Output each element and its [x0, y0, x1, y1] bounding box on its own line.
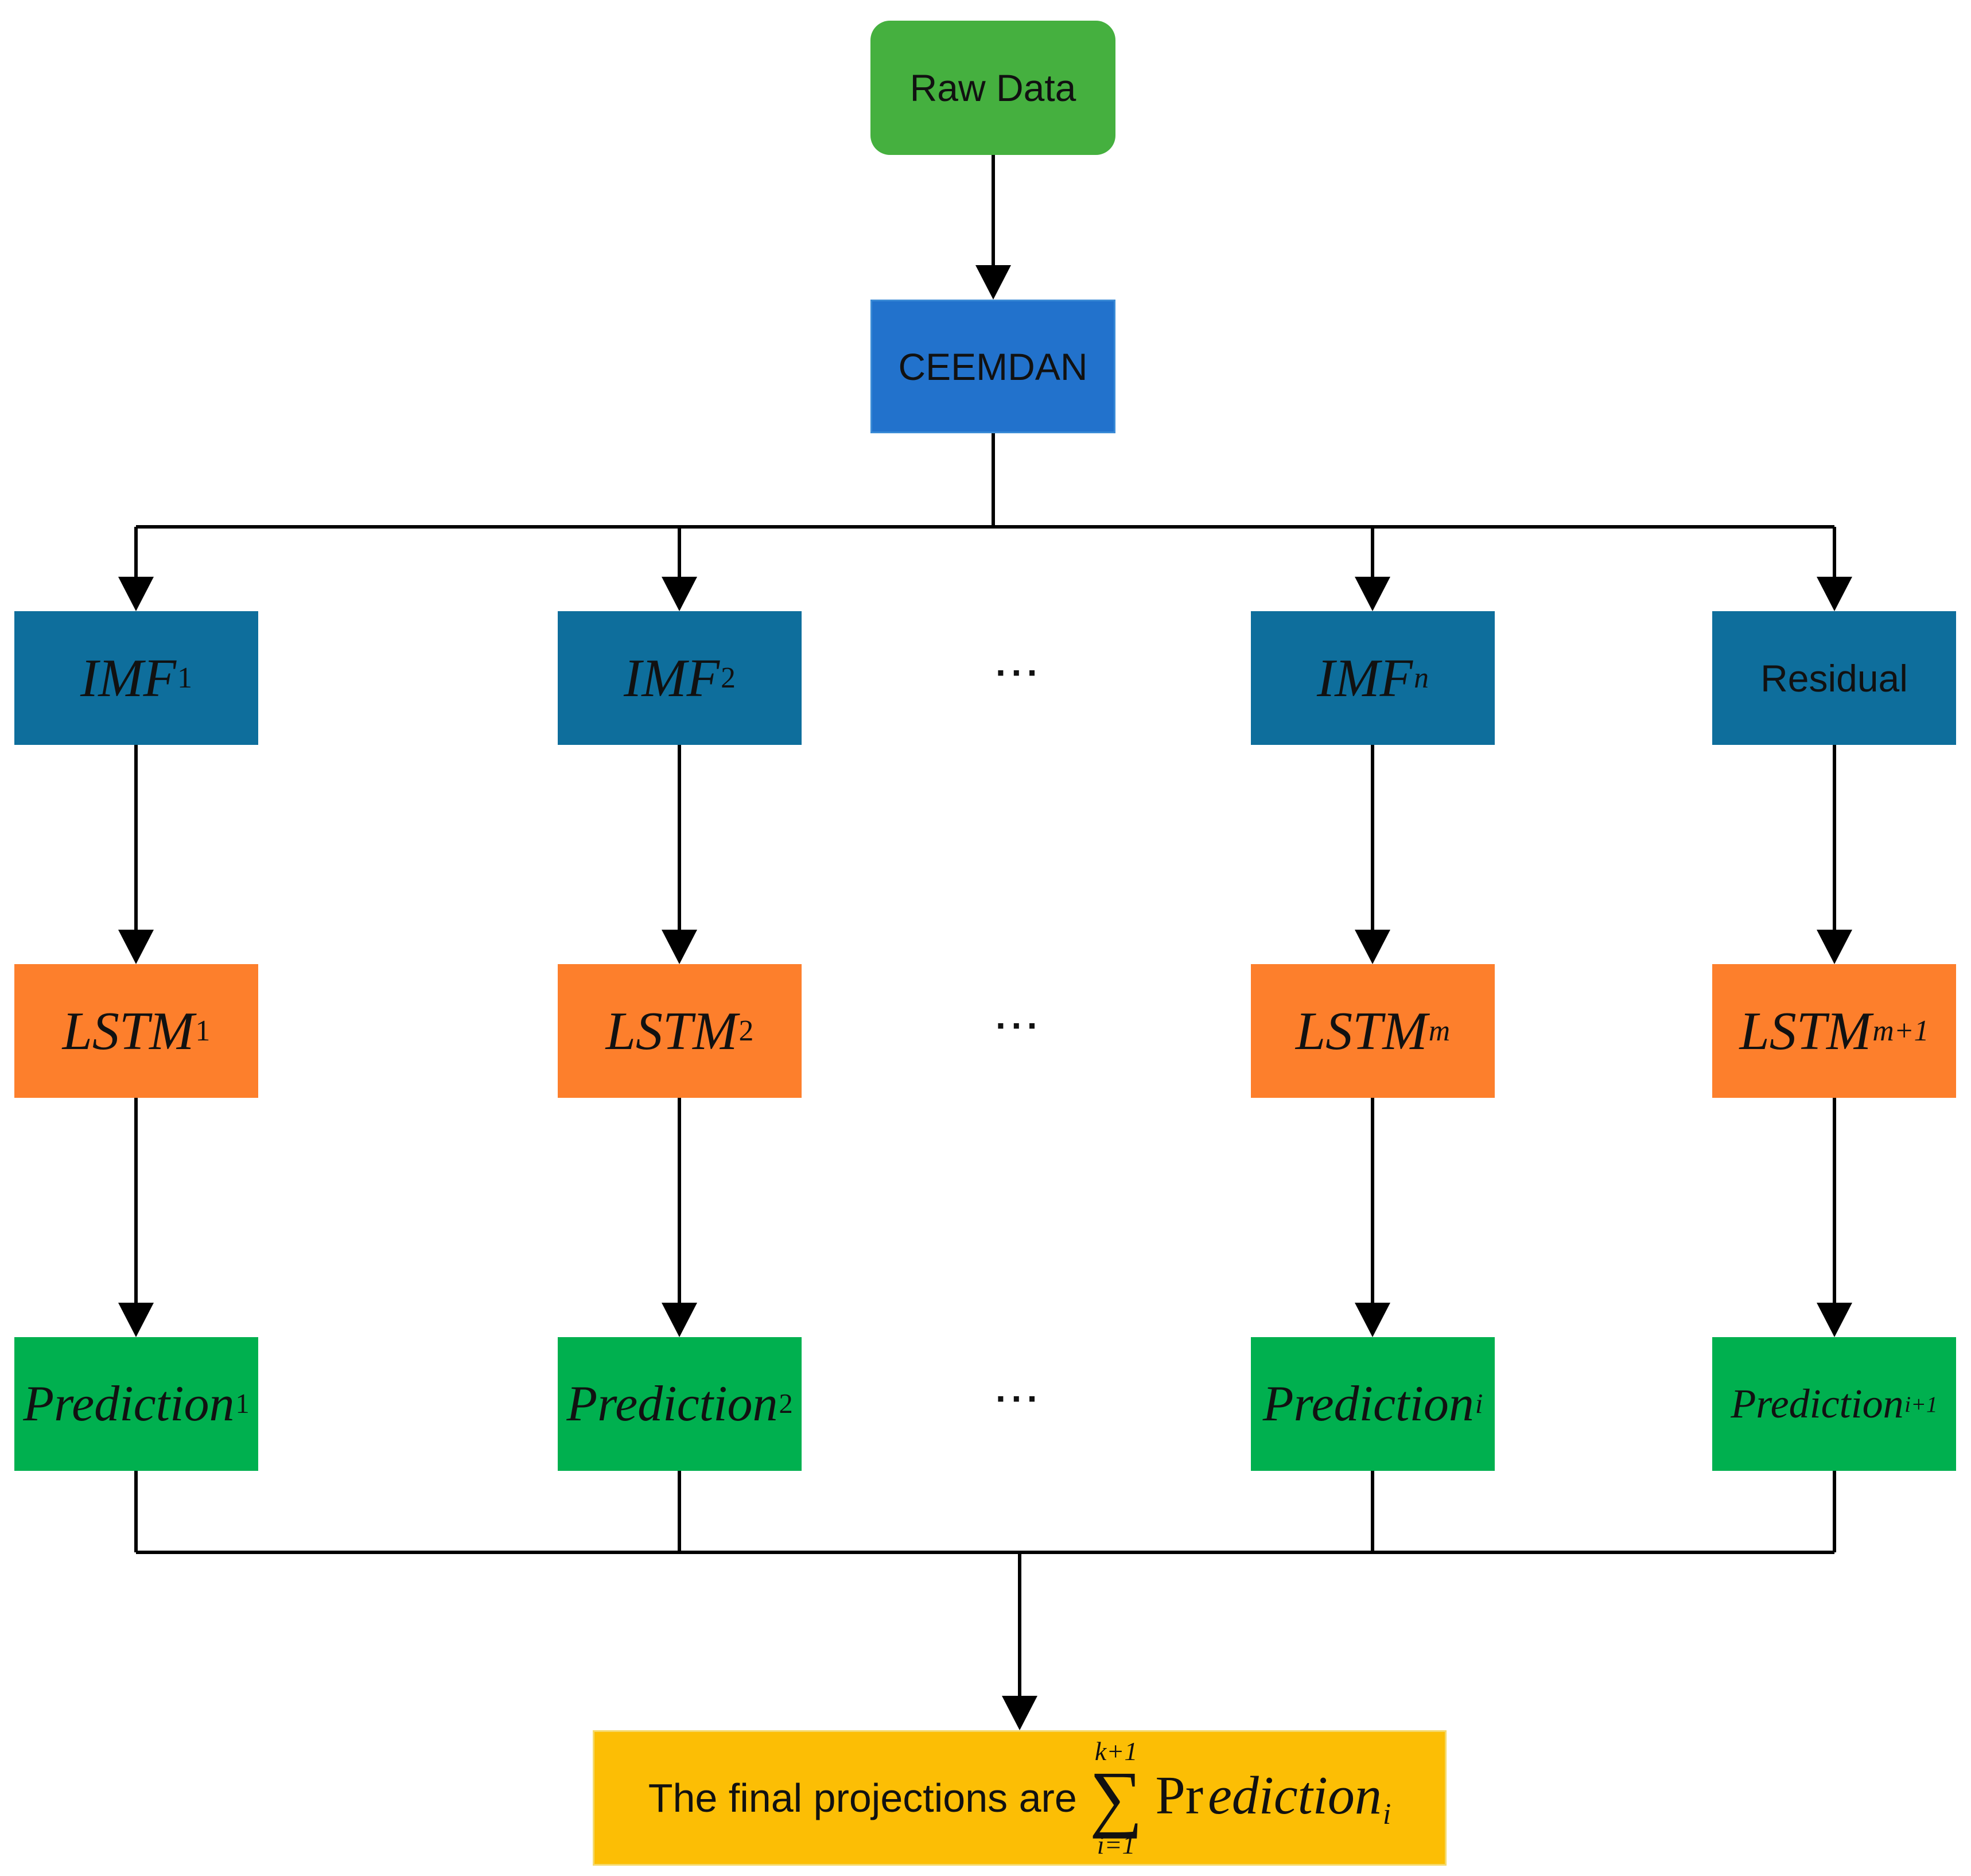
arrowhead [1355, 1303, 1390, 1337]
lstm-2-base: LSTM [605, 1001, 738, 1061]
final-node: The final projections are k+1 ∑ i=1 Pred… [593, 1730, 1447, 1866]
arrowhead [662, 1303, 697, 1337]
imf-2-base: IMF [624, 648, 720, 708]
ceemdan-label: CEEMDAN [898, 345, 1088, 388]
arrowhead [662, 577, 697, 611]
arrowhead [118, 577, 154, 611]
final-term-sub: i [1382, 1798, 1391, 1831]
final-term-upright: Pr [1155, 1765, 1204, 1825]
arrowhead [1355, 577, 1390, 611]
ellipsis-imf-row: ··· [996, 652, 1043, 693]
sum-upper-limit: k+1 [1094, 1736, 1138, 1766]
lstm-1-base: LSTM [62, 1001, 195, 1061]
ellipsis-lstm-row: ··· [996, 1005, 1043, 1046]
arrowhead [118, 930, 154, 964]
arrowhead [975, 265, 1011, 300]
ceemdan-node: CEEMDAN [870, 300, 1115, 433]
raw-data-label: Raw Data [909, 67, 1076, 109]
imf-n-sub: n [1414, 662, 1429, 694]
sum-lower-limit: i=1 [1097, 1830, 1136, 1859]
raw-data-node: Raw Data [870, 21, 1115, 155]
summation: k+1 ∑ i=1 [1090, 1738, 1143, 1858]
final-term-italic: ediction [1208, 1765, 1382, 1825]
arrowhead [1817, 930, 1852, 964]
lstm-2-sub: 2 [738, 1015, 754, 1047]
sigma-symbol: ∑ [1089, 1756, 1143, 1839]
arrowhead [662, 930, 697, 964]
imf-1-sub: 1 [177, 662, 192, 694]
prediction-i1-sub: i+1 [1904, 1391, 1938, 1417]
final-text: The final projections are [648, 1776, 1077, 1820]
residual-node: Residual [1712, 611, 1956, 745]
lstm-m1-sub: m+1 [1872, 1015, 1929, 1047]
lstm-m-base: LSTM [1295, 1001, 1428, 1061]
prediction-1-sub: 1 [235, 1389, 250, 1419]
prediction-i-sub: i [1475, 1389, 1483, 1419]
imf-1-base: IMF [80, 648, 177, 708]
imf-2-sub: 2 [721, 662, 736, 694]
ellipsis-prediction-row: ··· [996, 1378, 1043, 1419]
arrowhead [118, 1303, 154, 1337]
residual-label: Residual [1760, 657, 1908, 700]
arrowhead [1817, 577, 1852, 611]
arrowhead [1002, 1696, 1037, 1730]
prediction-i1-base: Prediction [1731, 1381, 1904, 1427]
lstm-m1-base: LSTM [1739, 1001, 1872, 1061]
prediction-1-base: Prediction [23, 1376, 235, 1432]
prediction-2-sub: 2 [779, 1389, 793, 1419]
arrowhead [1355, 930, 1390, 964]
final-term: Predictioni [1155, 1765, 1391, 1831]
lstm-1-sub: 1 [195, 1015, 211, 1047]
prediction-i-base: Prediction [1262, 1376, 1474, 1432]
lstm-m-sub: m [1428, 1015, 1451, 1047]
prediction-2-base: Prediction [566, 1376, 778, 1432]
imf-n-base: IMF [1317, 648, 1413, 708]
arrowhead [1817, 1303, 1852, 1337]
